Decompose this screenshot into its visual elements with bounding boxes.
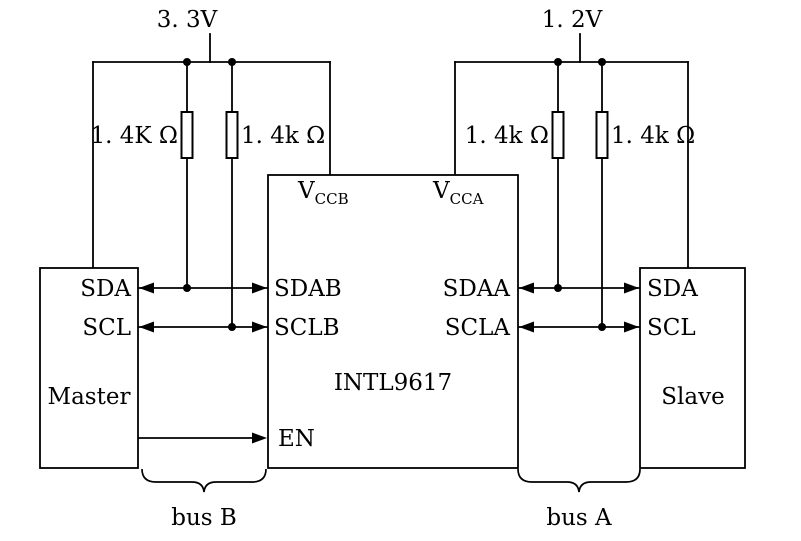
junction-dot [183, 58, 191, 66]
resistor-left-sda [180, 111, 194, 159]
resistor-left-scl-label: 1. 4k Ω [241, 123, 325, 149]
resistor-right-sda [551, 111, 565, 159]
resistor-right-sda-label: 1. 4k Ω [465, 123, 549, 149]
arrowhead-right-icon [624, 282, 639, 294]
ic-part-number: INTL9617 [334, 370, 452, 396]
arrowhead-right-icon [624, 321, 639, 333]
arrowhead-left-icon [139, 321, 154, 333]
resistor-right-scl-label: 1. 4k Ω [611, 123, 695, 149]
ic-box [267, 174, 519, 469]
junction-dot [228, 323, 236, 331]
ic-pin-sdab-label: SDAB [274, 276, 342, 302]
master-box [39, 267, 139, 469]
resistor-left-sda-label: 1. 4K Ω [91, 123, 178, 149]
slave-pin-sda-label: SDA [647, 276, 698, 302]
junction-dot [183, 284, 191, 292]
bus-a-brace [517, 468, 641, 493]
arrowhead-left-icon [519, 321, 534, 333]
arrowhead-left-icon [519, 282, 534, 294]
ic-pin-vcca-label: VCCA [432, 178, 484, 208]
arrowhead-right-icon [252, 282, 267, 294]
bus-a-label: bus A [546, 505, 612, 531]
master-pin-scl-label: SCL [82, 315, 131, 341]
junction-dot [554, 58, 562, 66]
master-pin-sda-label: SDA [80, 276, 131, 302]
arrowhead-right-icon [252, 321, 267, 333]
bus-b-brace [141, 468, 267, 493]
arrowheads [139, 282, 639, 444]
ic-pin-sdaa-label: SDAA [443, 276, 511, 302]
resistors [180, 111, 609, 159]
supply-left-label: 3. 3V [157, 7, 218, 33]
resistor-right-scl [595, 111, 609, 159]
ic-pin-vccb-label: VCCB [297, 178, 349, 208]
ic-pin-sclb-label: SCLB [274, 315, 340, 341]
ic-pin-scla-label: SCLA [445, 315, 511, 341]
slave-box [639, 267, 746, 469]
slave-label: Slave [661, 384, 724, 410]
slave-pin-scl-label: SCL [647, 315, 696, 341]
arrowhead-right-icon [252, 432, 267, 444]
arrowhead-left-icon [139, 282, 154, 294]
supply-right-label: 1. 2V [542, 7, 603, 33]
resistor-left-scl [225, 111, 239, 159]
junction-dot [598, 323, 606, 331]
bus-b-label: bus B [171, 505, 237, 531]
ic-pin-en-label: EN [278, 426, 315, 452]
junction-dots [183, 58, 606, 331]
wires [92, 33, 689, 439]
junction-dot [228, 58, 236, 66]
junction-dot [598, 58, 606, 66]
junction-dot [554, 284, 562, 292]
master-label: Master [48, 384, 131, 410]
